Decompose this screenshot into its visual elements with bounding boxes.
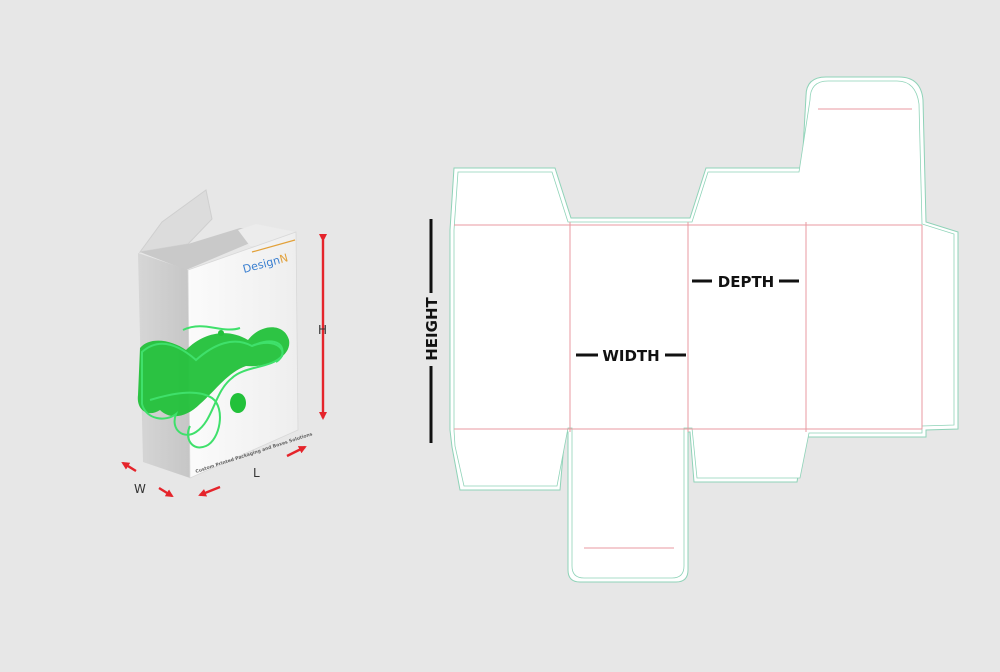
- width-label: WIDTH: [602, 347, 659, 365]
- height-label: HEIGHT: [423, 296, 441, 360]
- depth-dimension: DEPTH: [692, 273, 799, 291]
- box-mockup: DesignN Custom Printed Packaging and Box…: [121, 189, 327, 498]
- length-arrow-right: [286, 445, 307, 458]
- width-arrow-left: [121, 461, 137, 473]
- dieline: HEIGHT WIDTH DEPTH: [423, 76, 959, 583]
- width-dimension: WIDTH: [576, 347, 686, 365]
- dim-label-h: H: [318, 323, 327, 337]
- box-top-flap: [138, 189, 213, 253]
- height-dimension: HEIGHT: [423, 219, 441, 443]
- green-splash-graphic: [137, 325, 290, 449]
- dim-label-w: W: [134, 482, 146, 496]
- dim-label-l: L: [253, 466, 260, 480]
- brand-rule: [251, 239, 296, 253]
- depth-label: DEPTH: [718, 273, 774, 291]
- fold-lines: [454, 108, 923, 549]
- dieline-cut-outline-inner: [453, 80, 955, 579]
- width-arrow-right: [158, 486, 174, 498]
- length-arrow-left: [198, 485, 221, 497]
